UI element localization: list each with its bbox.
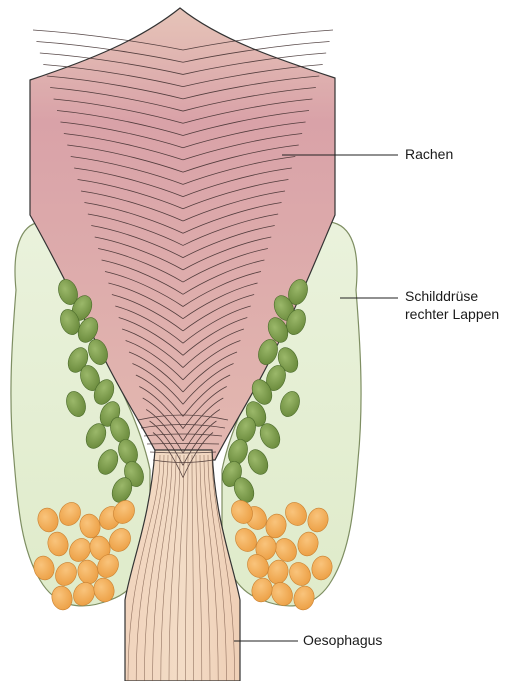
pharynx-label: Rachen (405, 146, 453, 163)
thyroid-label-line2: rechter Lappen (405, 306, 499, 323)
esophagus-label: Oesophagus (303, 632, 382, 649)
thyroid-label-line1: Schilddrüse (405, 288, 478, 305)
